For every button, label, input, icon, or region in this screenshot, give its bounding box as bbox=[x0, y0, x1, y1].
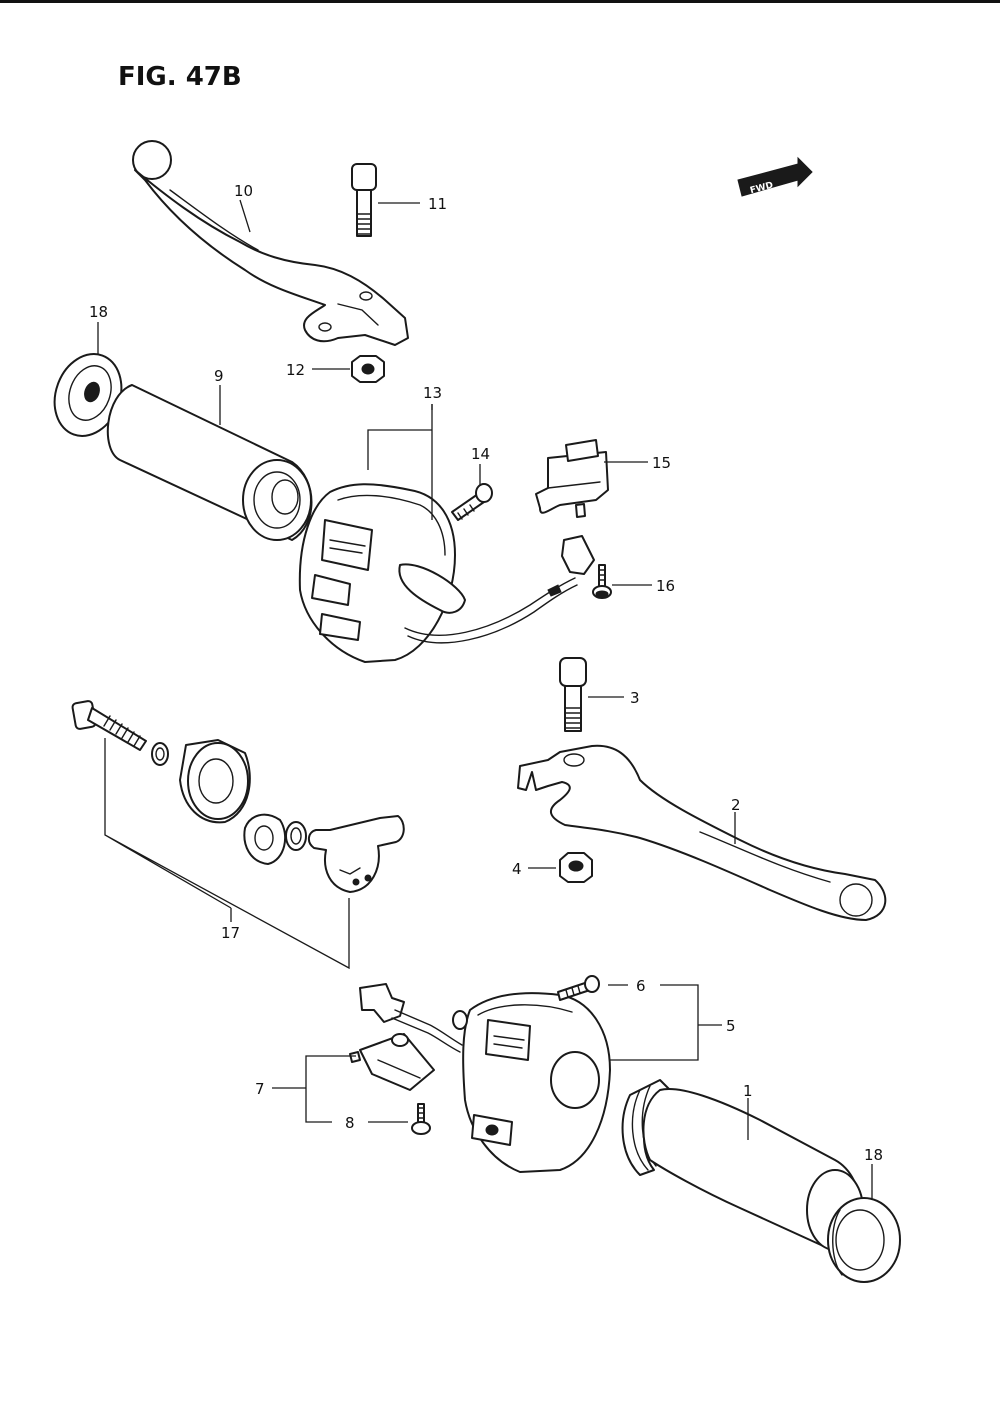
callout-7: 7 bbox=[255, 1080, 265, 1098]
callout-5: 5 bbox=[726, 1017, 736, 1035]
callout-9: 9 bbox=[214, 367, 224, 385]
figure-title: FIG. 47B bbox=[118, 62, 242, 92]
switch-screw-right bbox=[557, 975, 600, 1001]
clutch-lever bbox=[132, 140, 409, 346]
fwd-arrow-icon: FWD bbox=[737, 156, 813, 197]
pivot-bolt-lower bbox=[559, 657, 587, 732]
clutch-lever-switch bbox=[535, 439, 609, 518]
callout-3: 3 bbox=[630, 689, 640, 707]
callout-10: 10 bbox=[234, 182, 253, 200]
callout-4: 4 bbox=[512, 860, 522, 878]
callout-18-right: 18 bbox=[864, 1146, 883, 1164]
lock-nut-upper bbox=[351, 355, 385, 383]
callout-labels: 1 2 3 4 5 6 7 8 9 10 11 12 13 14 15 16 1… bbox=[89, 182, 883, 1164]
handlebar-end-right bbox=[827, 1197, 901, 1283]
callout-16: 16 bbox=[656, 577, 675, 595]
callout-11: 11 bbox=[428, 195, 447, 213]
bar-end-hardware-set bbox=[71, 700, 405, 893]
callout-12: 12 bbox=[286, 361, 305, 379]
front-brake-lever bbox=[517, 744, 887, 921]
pivot-bolt-upper bbox=[351, 163, 377, 237]
callout-6: 6 bbox=[636, 977, 646, 995]
figure-title-main: FIG. 47 bbox=[118, 62, 222, 92]
leader-lines bbox=[97, 199, 873, 1200]
callout-17: 17 bbox=[221, 924, 240, 942]
switch-screw-lower bbox=[592, 564, 612, 599]
callout-13: 13 bbox=[423, 384, 442, 402]
throttle-grip bbox=[621, 1079, 864, 1251]
handle-grip-left bbox=[106, 384, 313, 541]
callout-15: 15 bbox=[652, 454, 671, 472]
switch-screw-upper bbox=[451, 483, 493, 521]
callout-18-left: 18 bbox=[89, 303, 108, 321]
callout-8: 8 bbox=[345, 1114, 355, 1132]
right-handlebar-switch bbox=[359, 983, 611, 1173]
lock-nut-lower bbox=[559, 852, 593, 883]
brake-switch-screw bbox=[411, 1103, 431, 1135]
sheet-top-border bbox=[0, 0, 1000, 3]
left-handlebar-switch bbox=[298, 483, 595, 663]
front-brake-light-switch bbox=[349, 1033, 435, 1091]
figure-title-suffix: B bbox=[221, 62, 242, 92]
callout-1: 1 bbox=[743, 1082, 753, 1100]
callout-14: 14 bbox=[471, 445, 490, 463]
callout-2: 2 bbox=[731, 796, 741, 814]
